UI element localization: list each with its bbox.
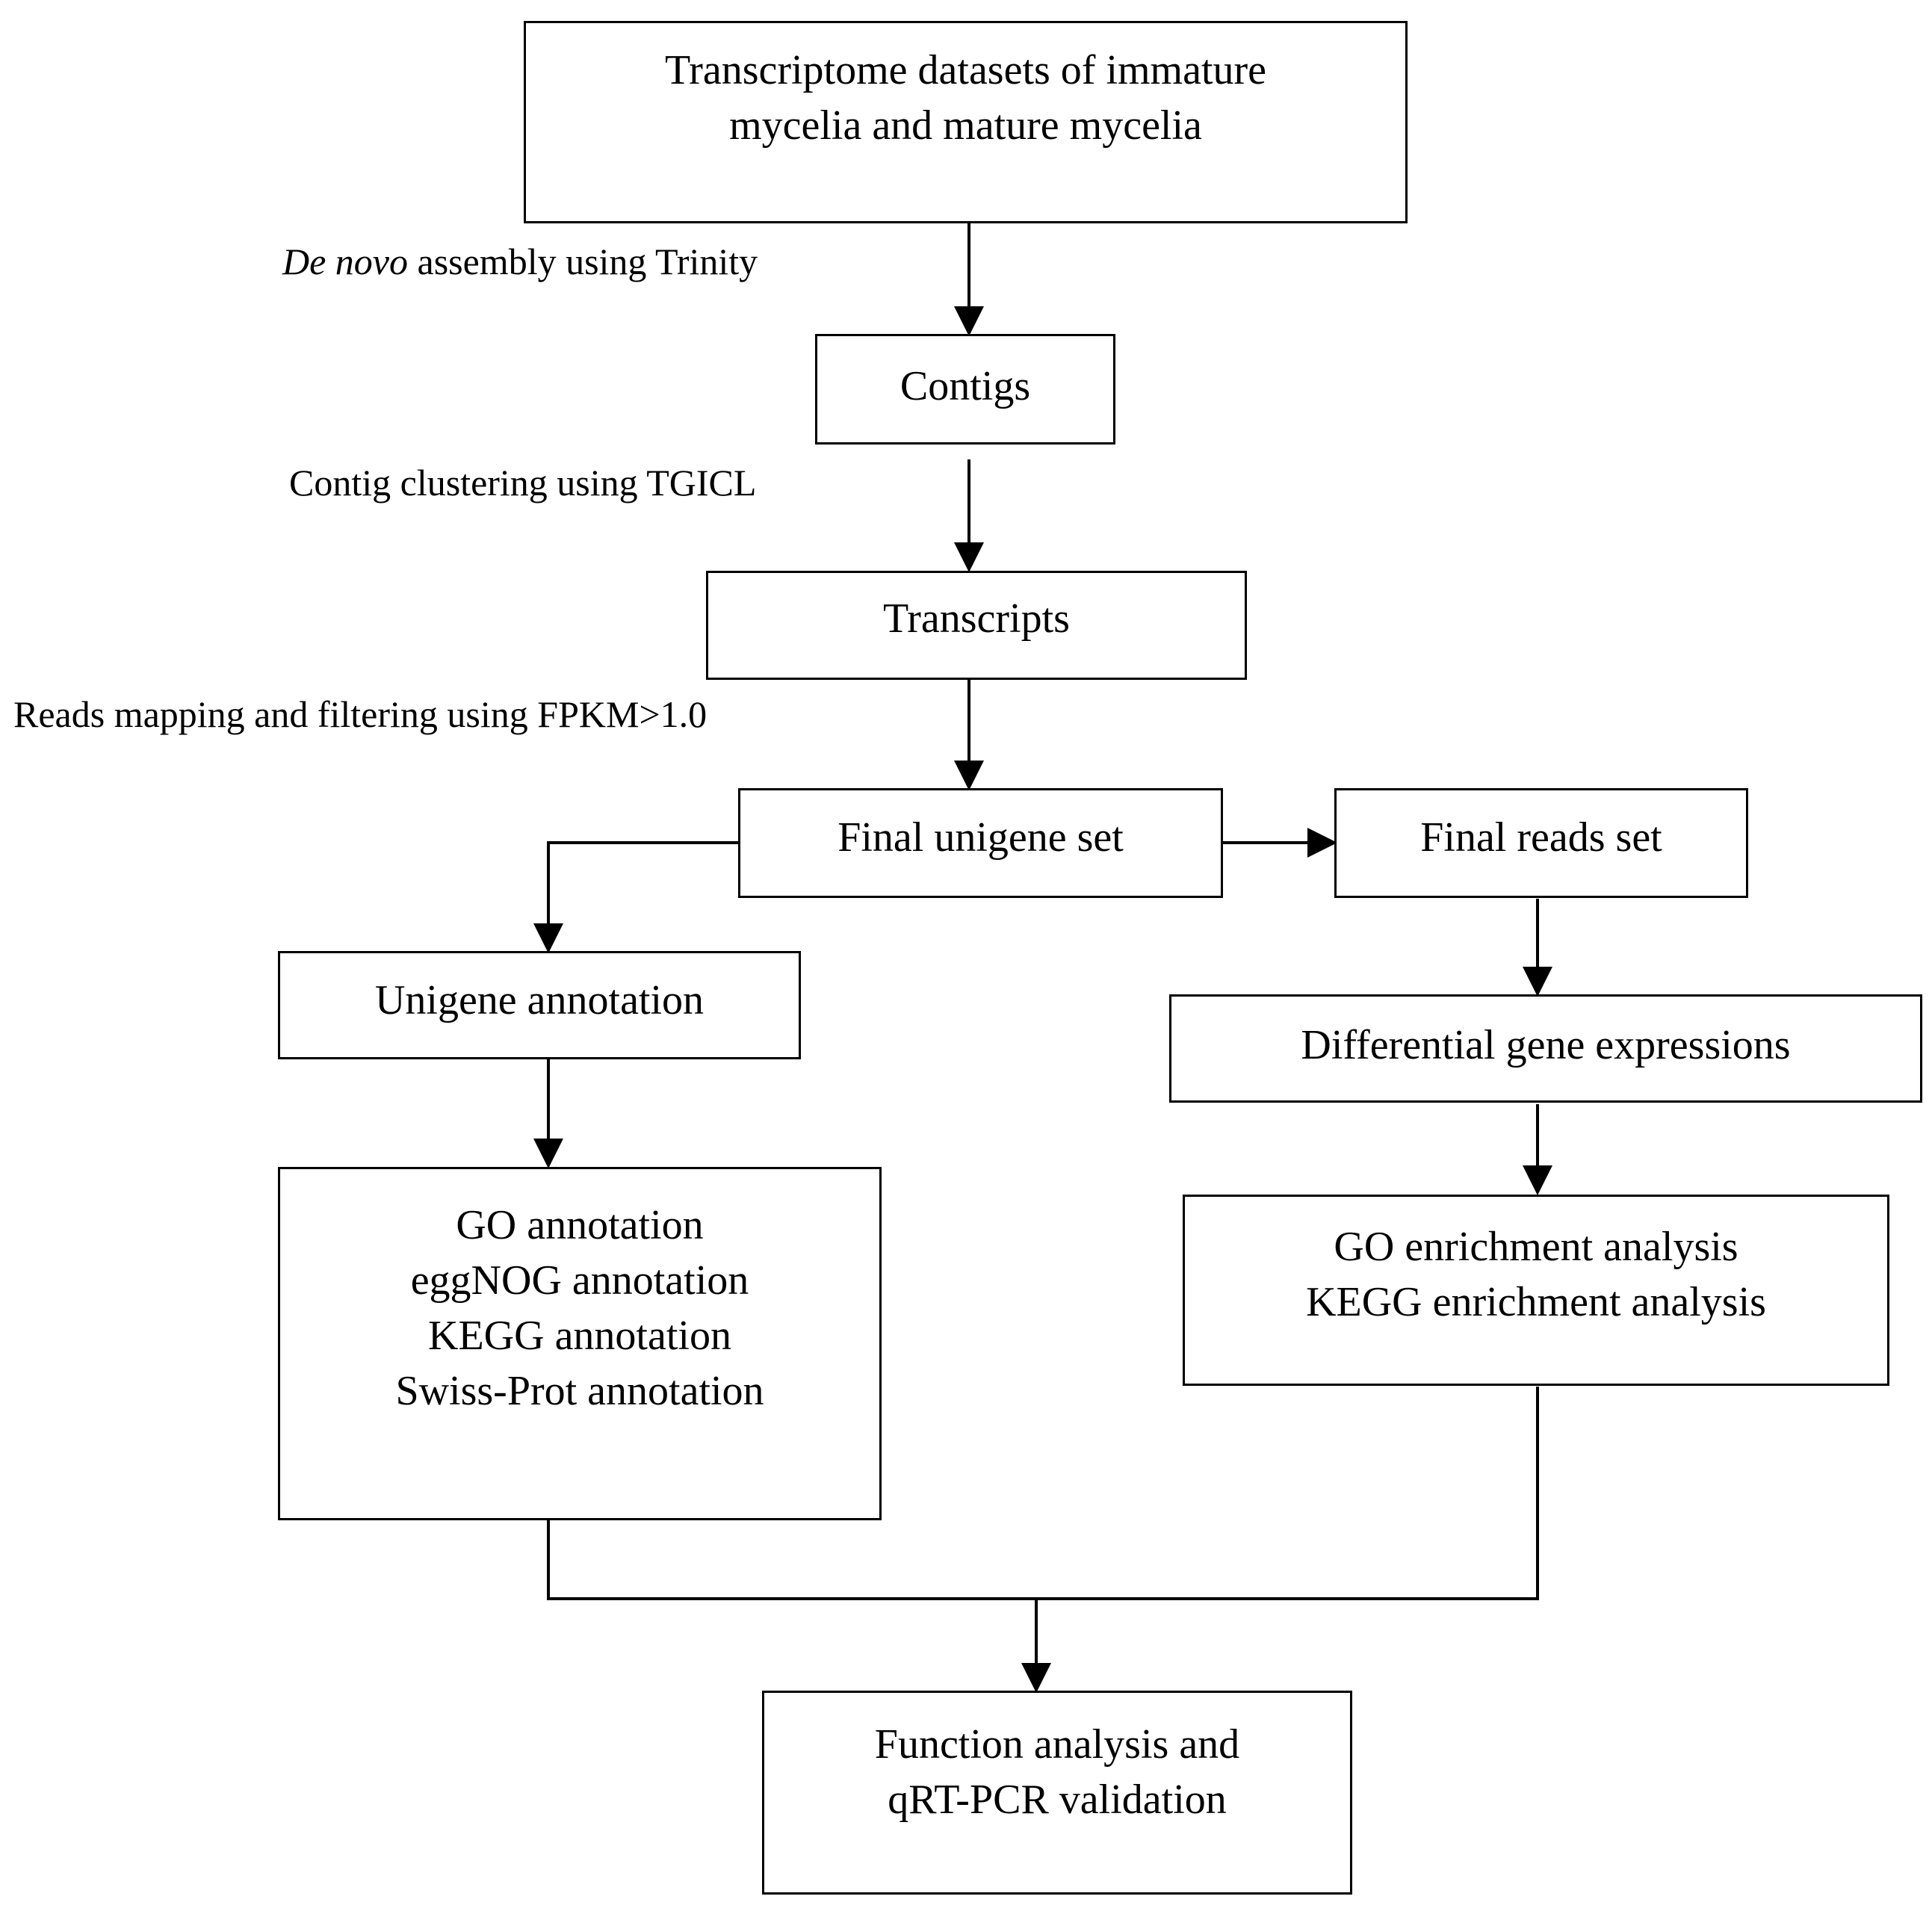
node-text: Transcripts xyxy=(883,595,1070,642)
node-text: GO annotation xyxy=(456,1202,704,1248)
enrichment-analysis-box: GO enrichment analysis KEGG enrichment a… xyxy=(1183,1195,1889,1386)
node-text: Differential gene expressions xyxy=(1301,1022,1791,1068)
node-text: Final unigene set xyxy=(837,814,1124,861)
arrow-unigene-to-annotation xyxy=(533,841,738,953)
assembly-label-rest: assembly using Trinity xyxy=(408,241,758,282)
assembly-label-italic: De novo xyxy=(282,241,408,282)
transcriptome-datasets-box: Transcriptome datasets of immature mycel… xyxy=(524,21,1408,223)
node-text: mycelia and mature mycelia xyxy=(729,102,1202,149)
node-text: KEGG enrichment analysis xyxy=(1306,1279,1766,1325)
node-text: Final reads set xyxy=(1420,814,1662,861)
node-text: Contigs xyxy=(900,363,1031,409)
node-text: qRT-PCR validation xyxy=(888,1777,1227,1823)
node-text: Unigene annotation xyxy=(374,977,705,1023)
mapping-label: Reads mapping and filtering using FPKM>1… xyxy=(13,692,707,737)
node-text: Transcriptome datasets of immature xyxy=(664,47,1267,93)
contigs-box: Contigs xyxy=(815,334,1115,445)
final-reads-set-box: Final reads set xyxy=(1334,788,1748,898)
function-analysis-box: Function analysis and qRT-PCR validation xyxy=(762,1691,1352,1895)
clustering-label: Contig clustering using TGICL xyxy=(289,460,756,505)
transcripts-box: Transcripts xyxy=(706,571,1247,680)
node-text: Function analysis and xyxy=(874,1721,1240,1768)
differential-gene-expressions-box: Differential gene expressions xyxy=(1169,994,1922,1103)
annotation-list-box: GO annotation eggNOG annotation KEGG ann… xyxy=(278,1167,882,1520)
node-text: GO enrichment analysis xyxy=(1334,1224,1739,1270)
node-text: KEGG annotation xyxy=(428,1313,731,1359)
node-text: eggNOG annotation xyxy=(410,1257,749,1304)
unigene-annotation-box: Unigene annotation xyxy=(278,951,801,1059)
clustering-label-text: Contig clustering using TGICL xyxy=(289,462,757,504)
connector-annotations-join xyxy=(547,1387,1539,1600)
node-text: Swiss-Prot annotation xyxy=(395,1368,764,1414)
final-unigene-set-box: Final unigene set xyxy=(738,788,1223,898)
assembly-label: De novo assembly using Trinity xyxy=(282,239,758,284)
mapping-label-text: Reads mapping and filtering using FPKM>1… xyxy=(13,693,708,735)
